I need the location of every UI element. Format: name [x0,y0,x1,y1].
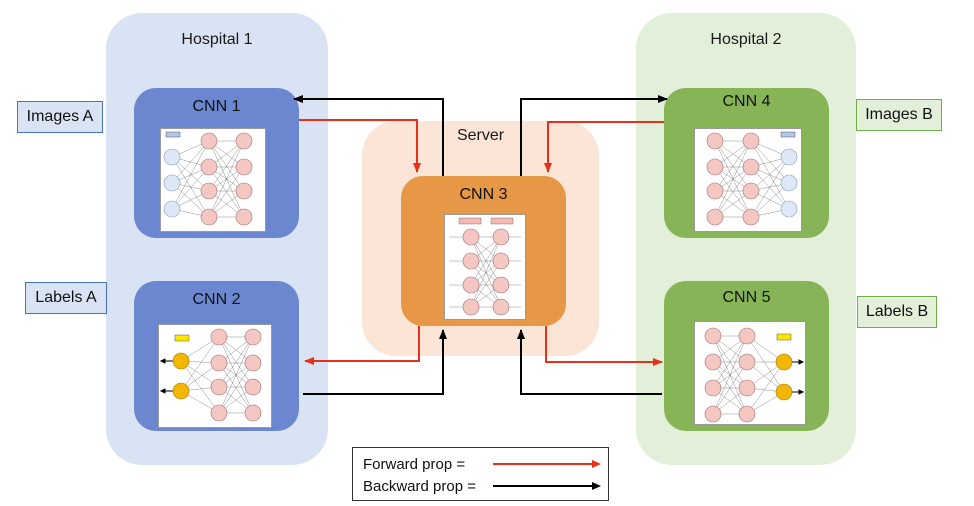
legend-forward-label: Forward prop = [363,456,466,473]
cnn3-title: CNN 3 [459,186,508,203]
network-graphic [163,131,253,226]
labels-a-label: Labels A [25,282,107,314]
network-graphic [159,328,262,422]
cnn2-block: CNN 2 [134,281,299,431]
forward-arrow-cnn3-to-cnn5 [545,326,663,366]
forward-arrow-cnn1-to-cnn3 [299,119,421,173]
cnn1-block: CNN 1 [134,88,299,238]
cnn2-network-diagram [158,324,272,428]
backward-arrow-cnn2-to-cnn3 [303,329,447,395]
legend-swatches [493,460,601,490]
labels-b-label: Labels B [857,296,937,328]
cnn5-block: CNN 5 [664,281,829,431]
images-a-label: Images A [17,101,103,133]
legend-backward-arrowhead [592,482,601,490]
images-b-label: Images B [856,99,942,131]
legend-backward-label: Backward prop = [363,478,476,495]
legend: Forward prop = Backward prop = [352,447,609,501]
cnn1-network-diagram [160,128,266,232]
server-title: Server [456,127,505,144]
hospital2-title: Hospital 2 [710,31,782,48]
cnn5-title: CNN 5 [722,289,771,306]
network-graphic [449,217,521,316]
backward-arrow-cnn3-to-cnn1 [293,95,444,176]
cnn3-block: CNN 3 [401,176,566,326]
cnn5-network-diagram [694,321,806,425]
backward-arrow-cnn5-to-cnn3 [517,329,662,395]
cnn4-network-diagram [694,128,802,232]
cnn3-network-diagram [444,214,526,320]
backward-arrow-cnn3-to-cnn4 [520,95,668,176]
cnn4-title: CNN 4 [722,93,771,110]
network-graphic [704,327,805,423]
forward-arrow-cnn4-to-cnn3 [544,121,664,173]
forward-arrow-cnn3-to-cnn2 [304,326,420,365]
legend-forward-arrowhead [592,460,601,468]
network-graphic [706,131,798,226]
cnn4-block: CNN 4 [664,88,829,238]
cnn2-title: CNN 2 [192,291,241,308]
hospital1-title: Hospital 1 [181,31,253,48]
cnn1-title: CNN 1 [192,98,241,115]
